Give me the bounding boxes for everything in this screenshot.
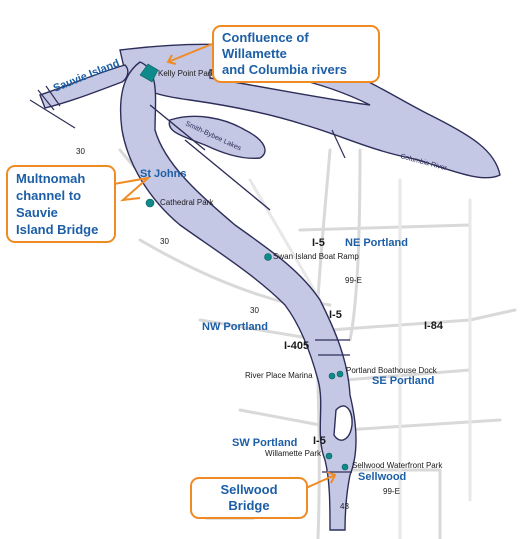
label-i5-b: I-5: [329, 309, 342, 321]
bridges: [29, 85, 352, 473]
label-st-johns: St Johns: [140, 168, 186, 180]
smith-bybee-shape: [168, 115, 266, 160]
label-hwy-99e-b: 99-E: [383, 487, 400, 496]
label-cathedral: Cathedral Park: [160, 198, 214, 207]
label-i405: I-405: [284, 340, 309, 352]
parks: [139, 63, 349, 471]
callout-multnomah-channel: Multnomah channel to Sauvie Island Bridg…: [6, 165, 116, 243]
label-hwy-30-b: 30: [160, 237, 169, 246]
label-sw-portland: SW Portland: [232, 437, 297, 449]
label-boathouse: Portland Boathouse Dock: [346, 366, 438, 375]
interstate-labels: I-5 I-5 I-5 I-84 I-405: [284, 237, 444, 447]
sauvie-island-bridge[interactable]: [29, 99, 76, 129]
label-se-portland: SE Portland: [372, 375, 434, 387]
label-sellwood-waterfront: Sellwood Waterfront Park: [352, 461, 443, 470]
label-hwy-99e-a: 99-E: [345, 276, 362, 285]
willamette-park-marker[interactable]: [325, 452, 333, 460]
label-i5-a: I-5: [312, 237, 325, 249]
label-river-place: River Place Marina: [245, 371, 313, 380]
label-nw-portland: NW Portland: [202, 321, 268, 333]
label-i5-c: I-5: [313, 435, 326, 447]
label-i84: I-84: [424, 320, 444, 332]
river-place-marker[interactable]: [328, 372, 336, 380]
highway-labels: 30 30 30 99-E 99-E 43: [76, 147, 400, 511]
label-hwy-30-a: 30: [76, 147, 85, 156]
label-ne-portland: NE Portland: [345, 237, 408, 249]
sellwood-waterfront-marker[interactable]: [341, 463, 349, 471]
callout-sellwood-bridge: Sellwood Bridge: [190, 477, 308, 519]
label-willamette-park: Willamette Park: [265, 449, 322, 458]
swan-island-marker[interactable]: [264, 253, 272, 261]
place-labels: Kelly Point Park Cathedral Park Swan Isl…: [158, 69, 443, 470]
willamette-river-shape: [119, 61, 357, 531]
multnomah-channel-shape: [39, 64, 129, 109]
label-swan-island: Swan Island Boat Ramp: [273, 252, 359, 261]
ross-island-shape: [333, 405, 353, 441]
label-sellwood: Sellwood: [358, 471, 406, 483]
callout-confluence: Confluence of Willamette and Columbia ri…: [212, 25, 380, 83]
label-hwy-30-c: 30: [250, 306, 259, 315]
kelly-point-park-marker[interactable]: [139, 63, 159, 83]
boathouse-marker[interactable]: [336, 370, 344, 378]
label-kelly-point: Kelly Point Park: [158, 69, 215, 78]
label-hwy-43: 43: [340, 502, 349, 511]
callout-arrows: [107, 43, 337, 489]
cathedral-park-marker[interactable]: [145, 198, 155, 208]
